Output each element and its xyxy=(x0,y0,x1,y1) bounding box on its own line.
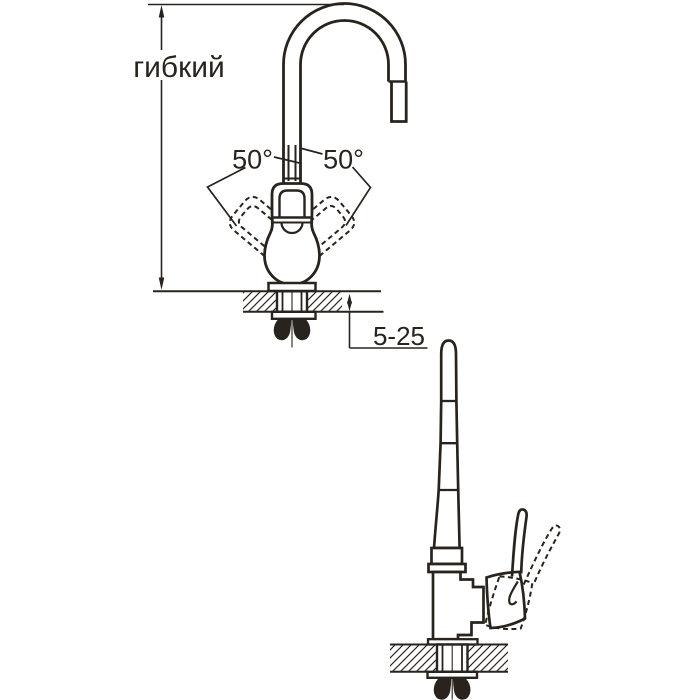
swing-limit-right xyxy=(345,166,372,226)
height-dimension: гибкий xyxy=(130,3,344,290)
swing-limit-left xyxy=(206,166,246,227)
mount-thickness-label: 5-25 xyxy=(373,321,425,351)
swivel-right-label: 50° xyxy=(323,145,364,175)
faucet-body-front xyxy=(263,182,321,293)
spout-column xyxy=(427,339,467,574)
body-block xyxy=(431,570,485,641)
mounting-washer xyxy=(426,670,479,679)
faucet-body-side xyxy=(431,570,485,641)
base-escutcheon xyxy=(267,281,317,293)
lever-slot xyxy=(278,189,306,217)
column-collar xyxy=(430,546,464,566)
swivel-left-label: 50° xyxy=(232,145,273,175)
lever-handle-side xyxy=(480,508,563,639)
arrow-down xyxy=(347,301,352,312)
handle-inner-curve xyxy=(508,580,519,606)
spout-height-label: гибкий xyxy=(133,51,225,84)
thickness-dimension: 5-25 xyxy=(347,293,428,351)
front-view: гибкий 50° 50° xyxy=(130,2,428,351)
label-backplate xyxy=(130,50,230,80)
arrow-down xyxy=(158,277,165,290)
wing-nut xyxy=(292,318,311,341)
handle-base xyxy=(485,570,527,630)
aerator-tip xyxy=(390,81,408,123)
leader-right xyxy=(299,147,323,155)
spout-inner xyxy=(299,19,390,183)
wing-nut xyxy=(433,677,452,700)
mounting-deck-front xyxy=(153,290,384,348)
arrow-up xyxy=(158,5,165,18)
swivel-annotation: 50° 50° xyxy=(206,145,372,227)
handle-blade xyxy=(510,508,529,578)
mounting-washer xyxy=(270,310,317,320)
side-view xyxy=(390,339,563,700)
mounting-deck-side xyxy=(390,638,508,700)
gooseneck-spout xyxy=(282,2,408,183)
leader-left xyxy=(273,156,300,164)
lever-boss-arc xyxy=(280,222,304,235)
wing-nut xyxy=(452,677,471,700)
arrow-up xyxy=(347,293,352,304)
spout-outer xyxy=(282,2,407,183)
wing-nut xyxy=(273,318,292,341)
